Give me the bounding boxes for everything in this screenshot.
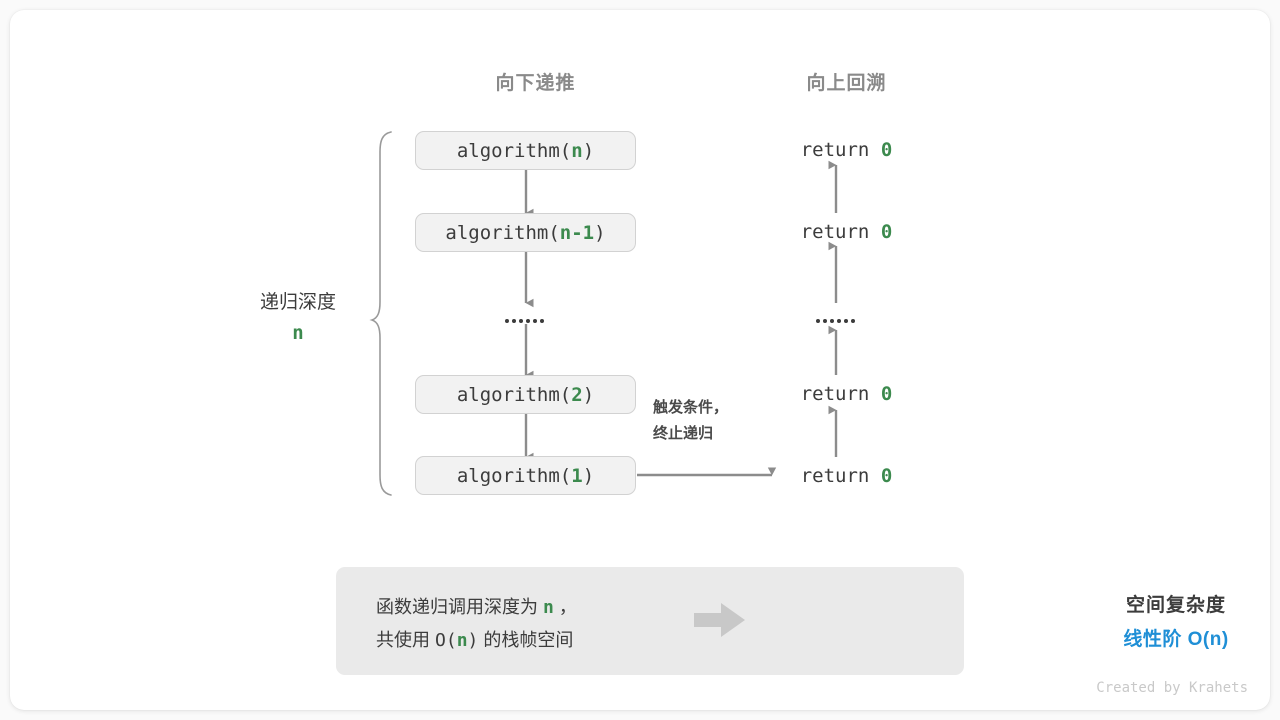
call-text: algorithm( — [456, 139, 572, 162]
call-box-1[interactable]: algorithm(1) — [415, 456, 636, 495]
call-suffix: ) — [594, 221, 606, 244]
return-statement-second: return 0 — [736, 221, 957, 243]
column-header-upward: 向上回溯 — [806, 73, 887, 94]
return-keyword: return — [800, 383, 870, 405]
summary-panel: 函数递归调用深度为 n ， 共使用 O(n) 的栈帧空间 空间复杂度 线性阶 O… — [336, 567, 1228, 675]
recursion-depth-label: 递归深度 n — [210, 288, 386, 348]
big-o-close: ) — [467, 630, 479, 651]
call-arg: 1 — [571, 464, 583, 487]
return-statement-third: return 0 — [736, 383, 957, 405]
return-ellipsis-dots — [816, 319, 855, 323]
return-value: 0 — [880, 139, 893, 161]
call-text: algorithm( — [456, 383, 572, 406]
termination-condition-note: 触发条件， 终止递归 — [653, 395, 728, 447]
return-value: 0 — [880, 383, 893, 405]
big-o-open: O( — [435, 630, 457, 651]
termination-note-line1: 触发条件， — [653, 399, 729, 416]
call-arg: n — [571, 139, 583, 162]
space-complexity-title: 空间复杂度 — [1125, 595, 1226, 616]
call-text: algorithm( — [456, 464, 572, 487]
summary-n-1: n — [543, 597, 554, 618]
summary-n-2: n — [456, 630, 468, 651]
call-box-n[interactable]: algorithm(n) — [415, 131, 636, 170]
recursion-depth-text: 递归深度 — [259, 292, 336, 313]
call-suffix: ) — [582, 464, 595, 487]
call-suffix: ) — [582, 139, 595, 162]
return-keyword: return — [800, 139, 870, 161]
return-keyword: return — [800, 221, 870, 243]
summary-right-text: 空间复杂度 线性阶 O(n) — [1076, 589, 1276, 657]
diagram-canvas: 向下递推 向上回溯 — [10, 10, 1270, 710]
call-arg: 2 — [571, 383, 583, 406]
column-header-downward: 向下递推 — [495, 73, 576, 94]
summary-left-text: 函数递归调用深度为 n ， 共使用 O(n) 的栈帧空间 — [376, 591, 577, 657]
call-box-n-1[interactable]: algorithm(n-1) — [415, 213, 636, 252]
call-text: algorithm( — [445, 221, 560, 244]
call-box-2[interactable]: algorithm(2) — [415, 375, 636, 414]
summary-line-2: 共使用 O(n) 的栈帧空间 — [376, 630, 574, 651]
return-statement-base: return 0 — [736, 465, 957, 487]
call-suffix: ) — [582, 383, 595, 406]
call-arg: n-1 — [559, 221, 595, 244]
return-value: 0 — [880, 465, 893, 487]
return-value: 0 — [880, 221, 893, 243]
footer-credit: Created by Krahets — [1096, 680, 1248, 696]
space-complexity-value: 线性阶 O(n) — [1123, 629, 1229, 650]
summary-line-1: 函数递归调用深度为 n ， — [376, 597, 577, 618]
recursion-depth-value: n — [292, 322, 304, 344]
right-block-arrow-icon — [694, 603, 745, 637]
termination-note-line2: 终止递归 — [653, 425, 714, 442]
return-keyword: return — [800, 465, 870, 487]
call-ellipsis-dots — [505, 319, 544, 323]
return-statement-top: return 0 — [736, 139, 957, 161]
